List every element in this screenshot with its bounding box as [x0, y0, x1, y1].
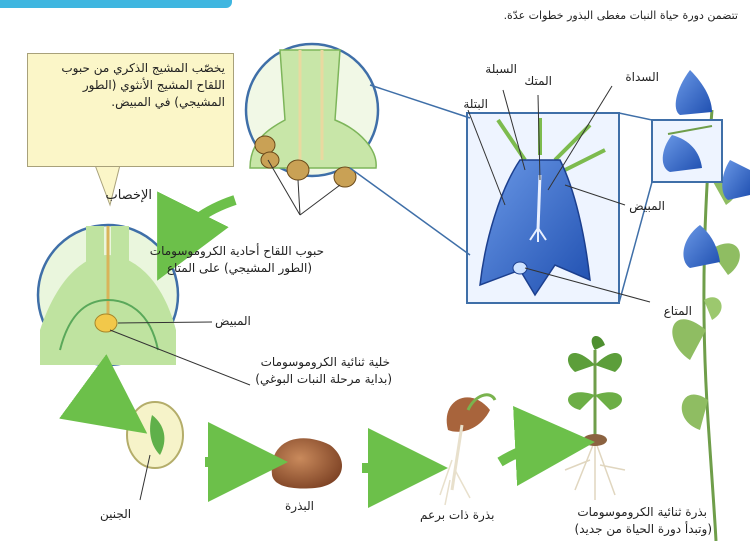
young-plant-illustration — [565, 336, 625, 500]
label-seed: البذرة — [285, 499, 314, 514]
arrow-seedling-to-plant — [500, 444, 555, 462]
label-pollen-line1: حبوب اللقاح أحادية الكروموسومات — [150, 244, 324, 259]
arrow-fertilization-to-embryo — [85, 388, 115, 410]
flower-inset-box — [652, 120, 722, 182]
label-plant-line2: (وتبدأ دورة الحياة من جديد) — [575, 522, 712, 537]
fertilization-note-text: يخصّب المشيج الذكري من حبوب اللقاح المشي… — [35, 60, 225, 111]
label-ovary-left: المبيض — [215, 314, 251, 329]
flower-detail-box — [467, 113, 652, 303]
label-fertilization: الإخصاب — [105, 188, 152, 203]
label-diploid-cell-line1: خلية ثنائية الكروموسومات — [261, 355, 390, 370]
label-ovary-flower: المبيض — [629, 199, 665, 214]
seedling-illustration — [440, 395, 495, 505]
pollen-magnified-circle — [246, 44, 470, 255]
label-anther: المتك — [524, 74, 552, 89]
intro-text: تتضمن دورة حياة النبات مغطى البذور خطوات… — [504, 8, 738, 23]
seed-illustration — [272, 438, 342, 488]
fertilization-note-box: يخصّب المشيج الذكري من حبوب اللقاح المشي… — [27, 53, 234, 167]
label-plant-line1: بذرة ثنائية الكروموسومات — [577, 505, 707, 520]
embryo-illustration — [127, 402, 183, 500]
label-filament: السبلة — [485, 62, 517, 77]
arrow-pollen-to-fertilization — [175, 200, 235, 245]
label-embryo: الجنين — [100, 507, 131, 522]
label-ovule: المتاع — [664, 304, 692, 319]
label-petal: البتلة — [463, 97, 488, 112]
label-seedling: بذرة ذات برعم — [420, 508, 494, 523]
label-stigma: السداة — [625, 70, 659, 85]
label-pollen-line2: (الطور المشيجي) على المتاع — [167, 261, 312, 276]
label-diploid-cell-line2: (بداية مرحلة النبات البوغي) — [255, 372, 392, 387]
